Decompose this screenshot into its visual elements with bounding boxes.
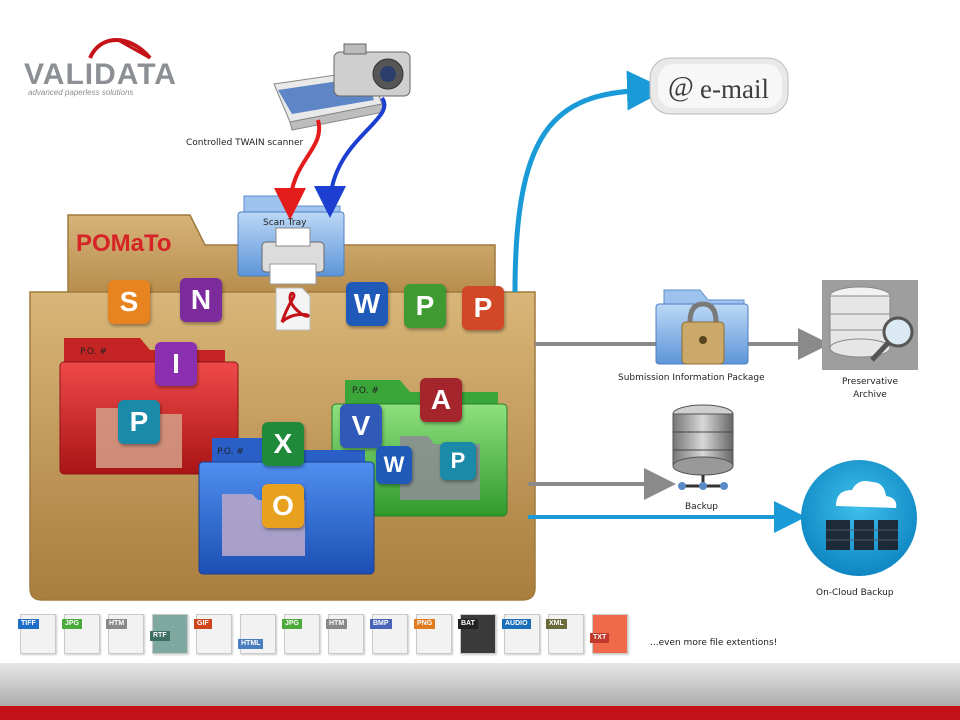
lock-icon [687,301,719,323]
visio-icon: V [340,404,382,448]
file-type-icon: TIFF [18,614,56,654]
file-type-icon: JPG [282,614,320,654]
file-type-icon: PNG [414,614,452,654]
preservative-archive-label: Preservative Archive [842,377,898,400]
email-arrow [512,70,667,293]
file-type-icon: HTM [326,614,364,654]
cloud-backup-icon [801,460,917,576]
cloud-backup-label: On-Cloud Backup [816,588,894,598]
magnifier-icon [882,316,914,348]
onenote-icon: N [180,278,222,322]
more-extensions-label: ...even more file extentions! [650,638,778,648]
file-type-icon: GIF [194,614,232,654]
pomato-title: POMaTo [76,230,172,257]
publisher-icon-small: P [440,442,476,480]
email-label: e-mail [700,74,769,104]
file-type-icon: AUDIO [502,614,540,654]
footer-bar [0,663,960,708]
word-icon: W [346,282,388,326]
outlook-icon: O [262,484,304,528]
scanner-label: Controlled TWAIN scanner [186,138,304,148]
validata-tagline: advanced paperless solutions [28,88,134,97]
word-icon-small: W [376,446,412,484]
scan-tray-label: Scan Tray [263,218,307,228]
validata-logo: VALIDATA [24,58,177,91]
file-type-icon: TXT [590,614,628,654]
access-icon: A [420,378,462,422]
backup-label: Backup [685,502,718,512]
sharepoint-icon: S [108,280,150,324]
email-at-symbol: @ [668,72,694,103]
project-icon: P [404,284,446,328]
file-type-icon: RTF [150,614,188,654]
file-type-icon: HTML [238,614,276,654]
file-type-icon: JPG [62,614,100,654]
file-type-icon: HTM [106,614,144,654]
file-type-icon: BMP [370,614,408,654]
backup-server-icon [672,404,734,490]
po-label-blue: P.O. # [217,447,244,457]
file-type-icon: XML [546,614,584,654]
sip-label: Submission Information Package [618,373,765,383]
infopath-icon: I [155,342,197,386]
logo-swoosh [88,38,152,60]
file-type-icon: BAT [458,614,496,654]
publisher-icon: P [118,400,160,444]
camera-blue-arrow [314,96,387,218]
powerpoint-icon: P [462,286,504,330]
excel-icon: X [262,422,304,466]
scanner-red-arrow [274,119,322,220]
po-label-red: P.O. # [80,347,107,357]
footer-accent-bar [0,706,960,720]
pdf-icon [275,287,311,331]
po-label-green: P.O. # [352,386,379,396]
